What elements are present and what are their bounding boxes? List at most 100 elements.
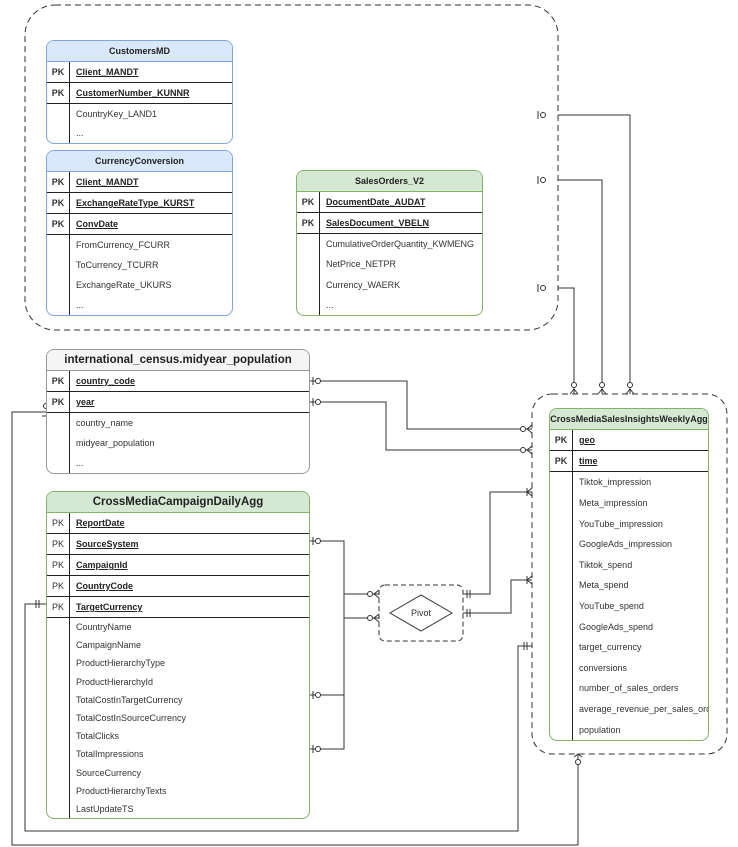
pk-badge: PK bbox=[47, 214, 70, 234]
link-census-code bbox=[310, 380, 532, 430]
field-row[interactable]: TotalCostInTargetCurrency bbox=[76, 694, 183, 705]
pk-field: CampaignId bbox=[76, 560, 128, 570]
pk-field: SourceSystem bbox=[76, 539, 139, 549]
pivot-label: Pivot bbox=[411, 608, 432, 618]
pk-row[interactable]: PK time bbox=[550, 451, 708, 472]
pk-badge: PK bbox=[550, 451, 573, 471]
field-row[interactable]: Tiktok_impression bbox=[579, 477, 652, 488]
field-row[interactable]: CumulativeOrderQuantity_KWMENG bbox=[326, 239, 475, 250]
field-row[interactable]: Tiktok_spend bbox=[579, 559, 633, 570]
link-pivot-weekly-1 bbox=[463, 491, 532, 595]
field-row[interactable]: average_revenue_per_sales_order bbox=[579, 704, 709, 714]
link-campaign-pivot bbox=[310, 540, 379, 750]
field-row[interactable]: TotalImpressions bbox=[76, 749, 144, 760]
field-row[interactable]: ExchangeRate_UKURS bbox=[76, 280, 172, 290]
pk-field: time bbox=[579, 456, 598, 466]
field-row[interactable]: FromCurrency_FCURR bbox=[76, 240, 171, 250]
link-pivot-weekly-2 bbox=[463, 579, 532, 614]
field-row[interactable]: conversions bbox=[579, 662, 628, 673]
pk-field: Client_MANDT bbox=[76, 177, 139, 187]
pk-badge: PK bbox=[47, 193, 70, 213]
field-row[interactable]: number_of_sales_orders bbox=[579, 683, 679, 694]
pk-field: Client_MANDT bbox=[76, 67, 139, 77]
pk-badge: PK bbox=[297, 213, 320, 233]
field-row[interactable]: ProductHierarchyType bbox=[76, 658, 166, 669]
field-row[interactable]: GoogleAds_spend bbox=[579, 621, 654, 632]
pk-field: geo bbox=[579, 435, 596, 445]
pk-row[interactable]: PK TargetCurrency bbox=[47, 597, 309, 618]
field-row[interactable]: Meta_spend bbox=[579, 580, 629, 591]
field-row[interactable]: ... bbox=[76, 128, 84, 139]
field-row[interactable]: ... bbox=[76, 458, 84, 468]
pk-field: CustomerNumber_KUNNR bbox=[76, 88, 190, 98]
field-row[interactable]: YouTube_spend bbox=[579, 600, 644, 611]
field-row[interactable]: CampaignName bbox=[76, 640, 142, 651]
pk-badge: PK bbox=[47, 597, 70, 617]
table-title: CrossMediaSalesInsightsWeeklyAgg bbox=[550, 409, 708, 430]
pk-badge: PK bbox=[47, 392, 70, 412]
weekly-agg-group bbox=[531, 393, 728, 755]
pk-field: TargetCurrency bbox=[76, 602, 143, 612]
field-row[interactable]: TotalClicks bbox=[76, 731, 120, 742]
field-row[interactable]: NetPrice_NETPR bbox=[326, 259, 397, 270]
pk-badge: PK bbox=[47, 513, 70, 533]
field-row[interactable]: GoogleAds_impression bbox=[579, 539, 673, 550]
field-row[interactable]: Currency_WAERK bbox=[326, 279, 401, 290]
field-row[interactable]: Meta_impression bbox=[579, 497, 648, 508]
field-row[interactable]: ProductHierarchyId bbox=[76, 676, 154, 687]
pk-row[interactable]: PK ConvDate bbox=[47, 214, 232, 235]
cardinality-markers bbox=[35, 111, 635, 765]
field-row[interactable]: TotalCostInSourceCurrency bbox=[76, 713, 187, 724]
pivot-diamond bbox=[389, 594, 453, 632]
field-row[interactable]: midyear_population bbox=[76, 438, 155, 448]
field-row[interactable]: LastUpdateTS bbox=[76, 803, 134, 814]
link-group-weekly-2 bbox=[558, 179, 603, 394]
field-row[interactable]: CountryName bbox=[76, 622, 132, 633]
link-group-weekly-1 bbox=[558, 114, 631, 394]
field-row[interactable]: ToCurrency_TCURR bbox=[76, 260, 159, 270]
field-row[interactable]: population bbox=[579, 724, 621, 735]
field-row[interactable]: SourceCurrency bbox=[76, 767, 142, 778]
pk-field: CountryCode bbox=[76, 581, 133, 591]
pk-field: SalesDocument_VBELN bbox=[326, 218, 430, 228]
field-row[interactable]: country_name bbox=[76, 418, 134, 428]
field-row[interactable]: target_currency bbox=[579, 642, 642, 653]
table-title: international_census.midyear_population bbox=[47, 350, 309, 371]
link-weekly-targetcurrency bbox=[24, 603, 532, 832]
pk-row[interactable]: PK SalesDocument_VBELN bbox=[297, 213, 482, 234]
pk-row[interactable]: PK ExchangeRateType_KURST bbox=[47, 193, 232, 214]
field-list: country_name midyear_population... bbox=[47, 413, 309, 473]
field-row[interactable]: ... bbox=[76, 300, 84, 310]
pk-row[interactable]: PK CountryCode bbox=[47, 576, 309, 597]
pk-badge: PK bbox=[47, 371, 70, 391]
field-row[interactable]: ProductHierarchyTexts bbox=[76, 785, 167, 796]
pk-field: ConvDate bbox=[76, 219, 119, 229]
pk-badge: PK bbox=[47, 576, 70, 596]
pk-row[interactable]: PK CustomerNumber_KUNNR bbox=[47, 83, 232, 104]
field-row[interactable]: YouTube_impression bbox=[579, 518, 663, 529]
field-row[interactable]: CountryKey_LAND1 bbox=[76, 108, 158, 119]
field-row[interactable]: ... bbox=[326, 299, 334, 310]
pk-badge: PK bbox=[47, 83, 70, 103]
table-title: CurrencyConversion bbox=[47, 151, 232, 172]
pk-field: ExchangeRateType_KURST bbox=[76, 198, 195, 208]
